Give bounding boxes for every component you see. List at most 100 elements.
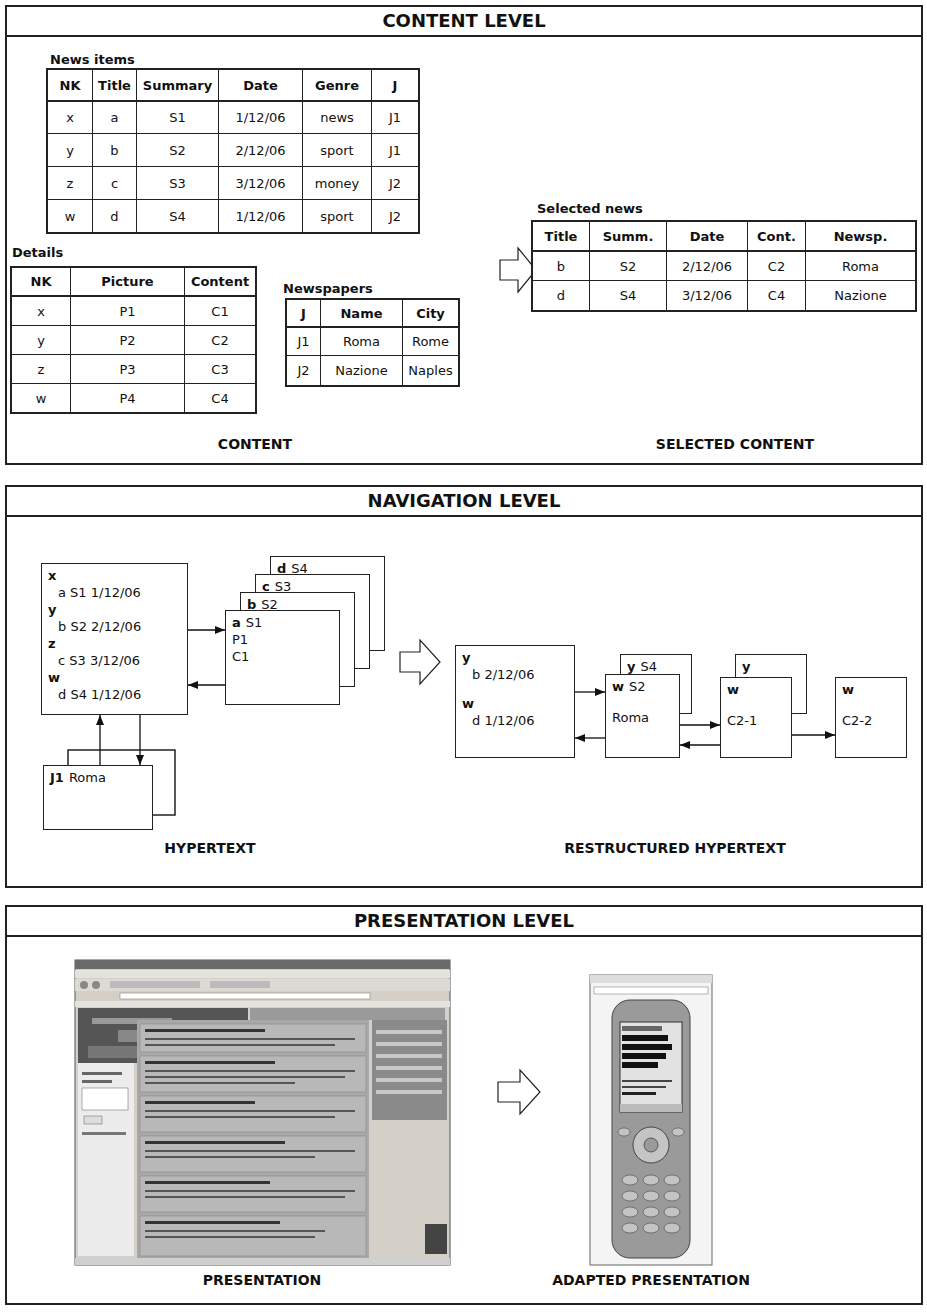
browser-screenshot-part <box>82 1072 122 1075</box>
section-caption: RESTRUCTURED HYPERTEXT <box>564 840 785 857</box>
page-text: a <box>232 614 241 631</box>
browser-screenshot-part <box>140 1216 366 1256</box>
browser-screenshot-part <box>120 993 370 999</box>
mobile-phone-screenshot-part <box>620 1104 682 1112</box>
browser-screenshot-part <box>210 981 270 988</box>
mobile-phone-screenshot-part <box>622 1035 668 1041</box>
page-text: b S2 2/12/06 <box>48 618 181 635</box>
table-cell: 1/12/06 <box>219 200 303 232</box>
mobile-phone-screenshot-part <box>594 987 708 994</box>
browser-screenshot-part <box>82 1088 128 1110</box>
browser-screenshot-part <box>145 1196 345 1198</box>
table-header-cell: Newsp. <box>806 222 915 252</box>
table-cell: Naples <box>403 356 458 385</box>
table-header-cell: Genre <box>303 70 372 102</box>
table-cell: 1/12/06 <box>219 102 303 134</box>
table-cell: J1 <box>287 328 321 356</box>
browser-screenshot-part <box>75 970 450 978</box>
mobile-phone-screenshot-part <box>664 1207 680 1217</box>
table-cell: C4 <box>748 281 806 310</box>
navigation-link <box>680 744 720 745</box>
table-cell: S3 <box>137 167 219 200</box>
section-caption: ADAPTED PRESENTATION <box>552 1272 750 1289</box>
mobile-phone-screenshot-part <box>664 1175 680 1185</box>
browser-screenshot-part <box>140 1024 366 1052</box>
page-text: Roma <box>612 709 673 726</box>
page-text: C2-2 <box>842 712 900 729</box>
browser-screenshot-part <box>75 979 450 991</box>
navigation-link <box>575 691 605 692</box>
browser-screenshot-part <box>376 1042 442 1046</box>
browser-screenshot-part <box>137 1020 369 1258</box>
table-cell: y <box>48 134 93 167</box>
mobile-phone-screenshot-part <box>664 1191 680 1201</box>
browser-screenshot-part <box>140 1136 366 1172</box>
mobile-phone-screenshot-part <box>622 1086 666 1088</box>
table-header-cell: Picture <box>71 268 185 297</box>
page-text: c S3 3/12/06 <box>48 652 181 669</box>
hollow-arrow-part <box>400 640 440 684</box>
mobile-phone-screenshot-part <box>622 1044 672 1050</box>
section-caption: HYPERTEXT <box>164 840 255 857</box>
browser-screenshot-part <box>145 1141 285 1144</box>
table-header-cell: Summary <box>137 70 219 102</box>
navigation-link <box>139 715 140 765</box>
table-cell: P1 <box>71 297 185 326</box>
browser-screenshot-part <box>140 1176 366 1212</box>
mobile-phone-screenshot-part <box>622 1175 638 1185</box>
browser-screenshot-part <box>250 1008 445 1020</box>
panel-title: NAVIGATION LEVEL <box>7 487 921 517</box>
table-cell: b <box>533 252 590 281</box>
table-header-cell: Content <box>185 268 255 297</box>
table-cell: x <box>12 297 71 326</box>
hypertext-page: J1Roma <box>43 765 153 830</box>
data-table: JNameCityJ1RomaRomeJ2NazioneNaples <box>285 298 460 387</box>
table-cell: sport <box>303 200 372 232</box>
table-cell: 3/12/06 <box>219 167 303 200</box>
table-cell: d <box>93 200 137 232</box>
table-cell: J1 <box>372 102 418 134</box>
table-cell: Nazione <box>806 281 915 310</box>
page-text: a S1 1/12/06 <box>48 584 181 601</box>
navigation-link <box>188 629 225 630</box>
table-title: News items <box>50 52 135 68</box>
table-cell: C2 <box>185 326 255 355</box>
browser-screenshot-part <box>80 981 88 989</box>
browser-screenshot-part <box>376 1066 442 1070</box>
panel-title: CONTENT LEVEL <box>7 7 921 37</box>
hypertext-page: wS2Roma <box>605 674 680 758</box>
table-header-cell: J <box>287 300 321 328</box>
browser-screenshot-part <box>145 1101 255 1104</box>
browser-screenshot-part <box>92 981 100 989</box>
table-cell: S4 <box>590 281 667 310</box>
browser-screenshot-part <box>145 1061 275 1064</box>
page-text: y <box>742 658 800 675</box>
table-cell: news <box>303 102 372 134</box>
table-cell: y <box>12 326 71 355</box>
table-cell: J2 <box>287 356 321 385</box>
section-caption: SELECTED CONTENT <box>656 436 814 453</box>
page-text: z <box>48 635 181 652</box>
data-table: TitleSumm.DateCont.Newsp.bS22/12/06C2Rom… <box>531 220 917 312</box>
table-cell: b <box>93 134 137 167</box>
page-text: S2 <box>629 678 646 695</box>
page-text: P1 <box>232 631 333 648</box>
table-cell: 2/12/06 <box>219 134 303 167</box>
browser-screenshot-part <box>425 1224 447 1254</box>
table-header-cell: Title <box>533 222 590 252</box>
mobile-phone-screenshot-part <box>633 1127 669 1163</box>
mobile-phone-screenshot-part <box>622 1092 656 1095</box>
browser-screenshot-part <box>75 960 450 969</box>
page-text: y <box>627 658 635 675</box>
browser-screenshot-part <box>145 1150 355 1152</box>
level-panel: PRESENTATION LEVEL <box>5 905 923 1305</box>
table-cell: a <box>93 102 137 134</box>
browser-screenshot-part <box>75 1001 450 1007</box>
table-cell: 2/12/06 <box>667 252 748 281</box>
browser-screenshot-part <box>145 1230 325 1232</box>
browser-screenshot-part <box>376 1054 442 1058</box>
browser-screenshot-part <box>82 1132 126 1135</box>
browser-screenshot-part <box>145 1181 270 1184</box>
page-text: y <box>48 601 181 618</box>
table-header-cell: NK <box>12 268 71 297</box>
